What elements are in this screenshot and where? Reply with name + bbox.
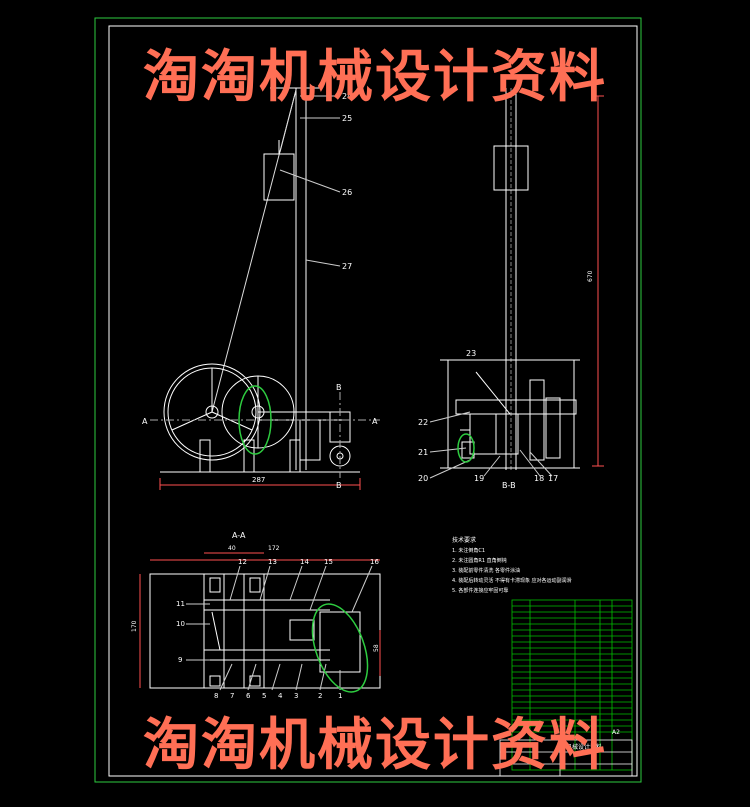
callout-19: 19: [474, 474, 484, 483]
notes-line-5: 5. 各部件连接应牢固可靠: [452, 587, 508, 594]
dim-170: 170: [131, 620, 138, 632]
section-label-aa: A-A: [232, 531, 246, 540]
callout-20: 20: [418, 474, 428, 483]
parts-list: [499, 599, 633, 777]
watermark-top: 淘淘机械设计资料: [143, 44, 607, 110]
callout-16: 16: [370, 558, 379, 566]
dim-58: 58: [373, 644, 380, 652]
dim-670: 670: [587, 270, 594, 282]
callout-24: 24: [342, 92, 352, 101]
callout-23: 23: [466, 349, 476, 358]
callout-21: 21: [418, 448, 428, 457]
callout-18: 18: [534, 474, 544, 483]
watermark-bottom: 淘淘机械设计资料: [143, 712, 607, 778]
section-a-left: A: [142, 417, 148, 426]
highlight-front: [238, 385, 272, 455]
callout-27: 27: [342, 262, 352, 271]
callout-17: 17: [548, 474, 558, 483]
drawing-border-outer: [94, 17, 642, 783]
technical-notes: 技术要求 1. 未注倒角C1 2. 未注圆角R1 直角倒钝 3. 装配前零件清洗…: [452, 536, 572, 594]
callout-6: 6: [246, 692, 251, 700]
notes-line-1: 1. 未注倒角C1: [452, 547, 485, 554]
callout-9: 9: [178, 656, 182, 664]
callout-14: 14: [300, 558, 309, 566]
notes-title: 技术要求: [452, 536, 476, 544]
callout-4: 4: [278, 692, 283, 700]
callout-1: 1: [338, 692, 342, 700]
title-block-sheet: A2: [612, 729, 620, 736]
callout-8: 8: [214, 692, 218, 700]
drawing-border-inner: [108, 25, 638, 777]
callout-13: 13: [268, 558, 277, 566]
notes-line-2: 2. 未注圆角R1 直角倒钝: [452, 557, 507, 564]
side-view: [429, 88, 604, 479]
callout-22: 22: [418, 418, 428, 427]
callout-12: 12: [238, 558, 247, 566]
callout-3: 3: [294, 692, 298, 700]
section-b-top: B: [336, 383, 342, 392]
dim-287: 287: [252, 476, 265, 484]
dim-40: 40: [228, 545, 236, 552]
callout-25: 25: [342, 114, 352, 123]
plan-view: [139, 552, 381, 691]
callout-26: 26: [342, 188, 352, 197]
callout-2: 2: [318, 692, 322, 700]
callout-5: 5: [262, 692, 266, 700]
callout-11: 11: [176, 600, 185, 608]
dim-172: 172: [268, 545, 280, 552]
section-a-right: A: [372, 417, 378, 426]
highlight-plan: [311, 603, 369, 693]
front-view: [150, 87, 380, 490]
highlight-side: [457, 433, 475, 463]
notes-line-3: 3. 装配前零件清洗 各零件涂油: [452, 567, 520, 574]
notes-line-4: 4. 装配后转动灵活 不得有卡滞现象 应对各运动副润滑: [452, 577, 572, 584]
title-block-name: 机械设计资料: [566, 743, 602, 751]
section-b-bottom: B: [336, 481, 342, 490]
callout-15: 15: [324, 558, 333, 566]
callout-10: 10: [176, 620, 185, 628]
section-label-bb: B-B: [502, 481, 516, 490]
callout-7: 7: [230, 692, 234, 700]
